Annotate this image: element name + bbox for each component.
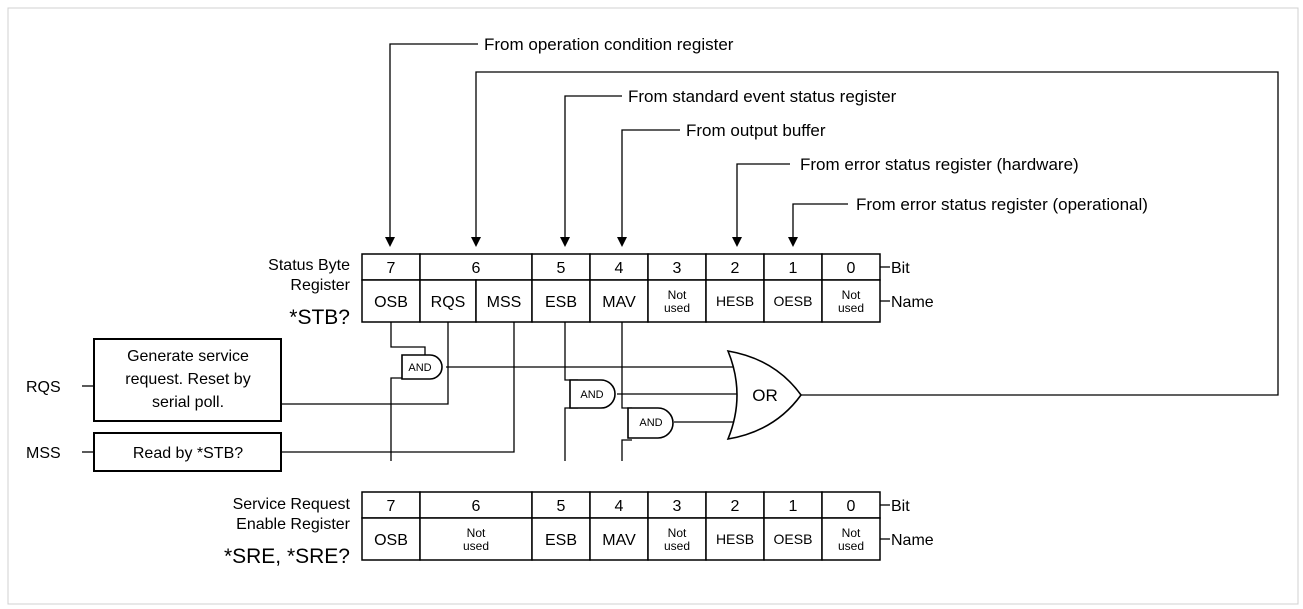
sre-name-osb: OSB: [374, 532, 408, 549]
or-gate: OR: [726, 349, 802, 441]
status-byte-bit-row: 7 6 5 4 3 2 1 0: [361, 253, 881, 281]
rqs-box-line3: serial poll.: [152, 394, 224, 411]
stb-bit-6: 6: [472, 260, 481, 277]
sre-command: *SRE, *SRE?: [224, 545, 350, 568]
stb-name-oesb: OESB: [774, 293, 813, 309]
stb-bit-row-label: Bit: [891, 260, 910, 277]
sre-bit-0: 0: [847, 498, 856, 515]
stb-name-bit3-line2: used: [664, 301, 690, 315]
sre-name-bit0-line2: used: [838, 539, 864, 553]
diagram-frame: [7, 7, 1299, 605]
sre-bit-row: 7 6 5 4 3 2 1 0: [361, 491, 881, 519]
sre-bit-5: 5: [557, 498, 566, 515]
stb-name-bit3-line1: Not: [668, 288, 687, 302]
source-lines: [385, 43, 1279, 396]
sre-name-row: OSB Not used ESB MAV Not used HESB OESB …: [361, 517, 881, 561]
label-from-error-operational: From error status register (operational): [856, 195, 1148, 214]
stb-name-hesb: HESB: [716, 293, 754, 309]
status-byte-register-label: Status Byte Register *STB?: [268, 257, 351, 329]
stb-name-rqs: RQS: [431, 294, 466, 311]
sre-name-bit0-line1: Not: [842, 526, 861, 540]
sre-name-bit3-line2: used: [664, 539, 690, 553]
sre-name-bit3-line1: Not: [668, 526, 687, 540]
sre-title-line1: Service Request: [233, 496, 351, 513]
sre-name-bit6-line2: used: [463, 539, 489, 553]
stb-name-osb: OSB: [374, 294, 408, 311]
stb-name-row-label: Name: [891, 294, 934, 311]
sre-register-label: Service Request Enable Register *SRE, *S…: [224, 496, 351, 568]
stb-name-mav: MAV: [602, 294, 636, 311]
stb-bit-5: 5: [557, 260, 566, 277]
or-gate-label: OR: [752, 386, 778, 405]
stb-name-mss: MSS: [487, 294, 522, 311]
label-from-operation-condition: From operation condition register: [484, 35, 734, 54]
stb-bit-3: 3: [673, 260, 682, 277]
stb-name-bit0-line1: Not: [842, 288, 861, 302]
sre-bit-6: 6: [472, 498, 481, 515]
rqs-side-label: RQS: [26, 379, 61, 396]
stb-bit-4: 4: [615, 260, 624, 277]
sre-title-line2: Enable Register: [236, 516, 351, 533]
stb-bit-7: 7: [387, 260, 396, 277]
label-from-standard-event: From standard event status register: [628, 87, 897, 106]
label-from-error-hardware: From error status register (hardware): [800, 155, 1079, 174]
stb-bit-1: 1: [789, 260, 798, 277]
status-byte-title-line2: Register: [290, 277, 350, 294]
mss-side-label: MSS: [26, 445, 61, 462]
stb-name-esb: ESB: [545, 294, 577, 311]
sre-name-row-label: Name: [891, 532, 934, 549]
sre-name-esb: ESB: [545, 532, 577, 549]
sre-name-bit6-line1: Not: [467, 526, 486, 540]
status-byte-command: *STB?: [289, 306, 350, 329]
and-gate-1-label: AND: [408, 362, 431, 374]
sre-name-hesb: HESB: [716, 531, 754, 547]
stb-bit-0: 0: [847, 260, 856, 277]
sre-bit-1: 1: [789, 498, 798, 515]
sre-name-oesb: OESB: [774, 531, 813, 547]
mss-box: Read by *STB?: [93, 432, 282, 472]
rqs-box-line2: request. Reset by: [125, 371, 250, 388]
rqs-box: Generate service request. Reset by seria…: [93, 338, 282, 422]
sre-bit-7: 7: [387, 498, 396, 515]
stb-bit-2: 2: [731, 260, 740, 277]
rqs-box-line1: Generate service: [127, 348, 249, 365]
sre-bit-2: 2: [731, 498, 740, 515]
and-gate-2: AND: [569, 379, 616, 409]
sre-bit-row-label: Bit: [891, 498, 910, 515]
and-gate-3: AND: [627, 407, 674, 439]
sre-bit-4: 4: [615, 498, 624, 515]
sre-bit-3: 3: [673, 498, 682, 515]
label-from-output-buffer: From output buffer: [686, 121, 826, 140]
mss-box-text: Read by *STB?: [133, 445, 243, 462]
status-byte-name-row: OSB RQS MSS ESB MAV Not used HESB OESB N…: [361, 279, 881, 323]
and-gate-2-label: AND: [580, 389, 603, 401]
logic-wires: [281, 322, 744, 461]
status-byte-title-line1: Status Byte: [268, 257, 350, 274]
and-gate-3-label: AND: [639, 417, 662, 429]
sre-name-mav: MAV: [602, 532, 636, 549]
and-gate-1: AND: [401, 354, 443, 380]
stb-name-bit0-line2: used: [838, 301, 864, 315]
